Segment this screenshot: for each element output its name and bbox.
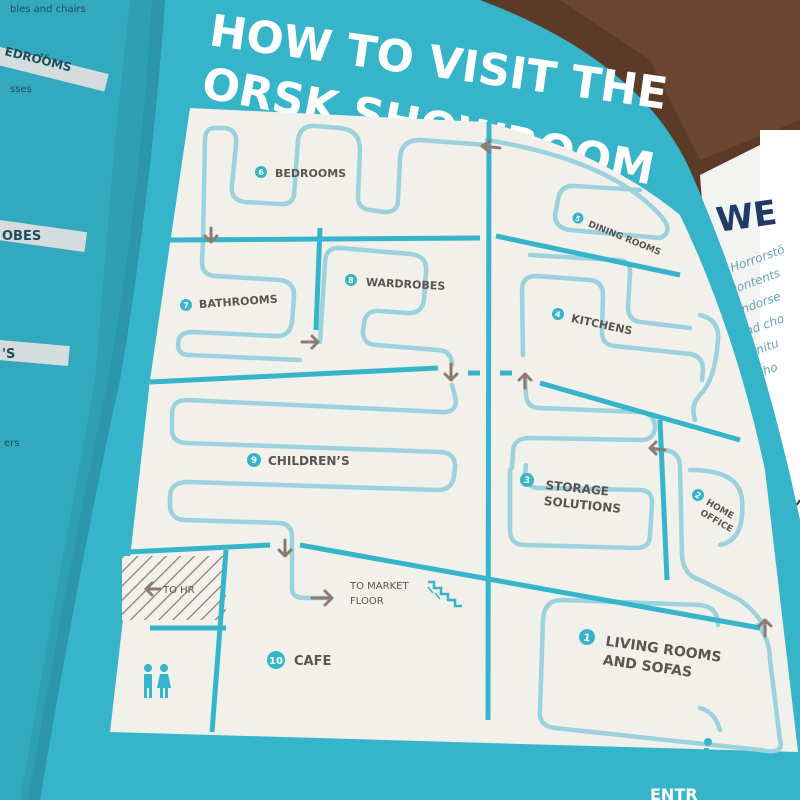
room-wardrobes: 8 WARDROBES: [345, 274, 446, 293]
left-highlight-bar-2: [0, 220, 88, 253]
dining-number: 5: [574, 214, 582, 223]
left-highlight-bar-1: [0, 47, 109, 92]
floor-map: [110, 108, 798, 752]
to-market-label-1: TO MARKET: [349, 581, 409, 592]
childrens-number: 9: [251, 456, 257, 466]
arrow-left-office: [648, 440, 667, 456]
hr-hatched-area: [122, 556, 226, 620]
bedrooms-number: 6: [258, 168, 264, 177]
left-line-7: ers: [4, 438, 19, 449]
entrance-tab: ENTR: [643, 774, 800, 800]
arrow-left-hr: [144, 581, 162, 597]
left-line-4: sses: [10, 84, 32, 95]
bathrooms-number: 7: [183, 301, 189, 310]
arrow-down-center: [443, 362, 459, 382]
to-hr-label: TO HR: [162, 585, 195, 596]
cafe-number: 10: [269, 656, 283, 667]
arrow-down-bedrooms: [203, 226, 219, 244]
bathrooms-label: BATHROOMS: [199, 293, 279, 311]
arrow-down-childrens: [277, 538, 293, 558]
direction-arrows: [144, 139, 773, 638]
childrens-label: CHILDREN’S: [268, 454, 350, 468]
arrow-right-market: [310, 589, 334, 607]
entrance-label: ENTR: [650, 785, 698, 800]
room-bedrooms: 6 BEDROOMS: [255, 166, 346, 180]
living-number: 1: [583, 633, 591, 645]
left-line-1: bles and chairs: [10, 4, 86, 15]
room-childrens: 9 CHILDREN’S: [247, 453, 350, 468]
home-office-number: 2: [693, 490, 702, 501]
page-gutter-shadow: [0, 0, 165, 800]
storage-number: 3: [523, 476, 530, 487]
walls: [127, 121, 761, 733]
left-line-6: 'S: [2, 347, 15, 362]
arrow-right-wardrobes: [300, 334, 320, 350]
restroom-icon: [144, 664, 171, 698]
arrow-left-top: [480, 139, 502, 154]
wardrobes-label: WARDROBES: [366, 276, 446, 293]
left-line-5: OBES: [2, 229, 41, 244]
table-highlight: [560, 0, 800, 160]
bedrooms-label: BEDROOMS: [275, 167, 346, 180]
to-market-label-2: FLOOR: [350, 596, 384, 607]
kitchens-number: 4: [554, 310, 562, 320]
cafe-label: CAFE: [294, 654, 331, 669]
storage-label-1: STORAGE: [545, 478, 610, 499]
left-highlight-bar-3: [0, 340, 70, 367]
arrow-up-living: [757, 618, 773, 638]
room-bathrooms: 7 BATHROOMS: [180, 293, 279, 311]
right-page-heading: WE: [714, 193, 780, 241]
stairs-icon: [427, 580, 462, 608]
walking-path: [167, 123, 784, 754]
escalator-icon: [691, 738, 727, 773]
wardrobes-number: 8: [348, 276, 354, 285]
left-page: bles and chairs om sets EDROOMS sses OBE…: [0, 0, 160, 800]
arrow-up-kitchens: [517, 372, 533, 390]
room-cafe: 10 CAFE: [267, 651, 331, 669]
